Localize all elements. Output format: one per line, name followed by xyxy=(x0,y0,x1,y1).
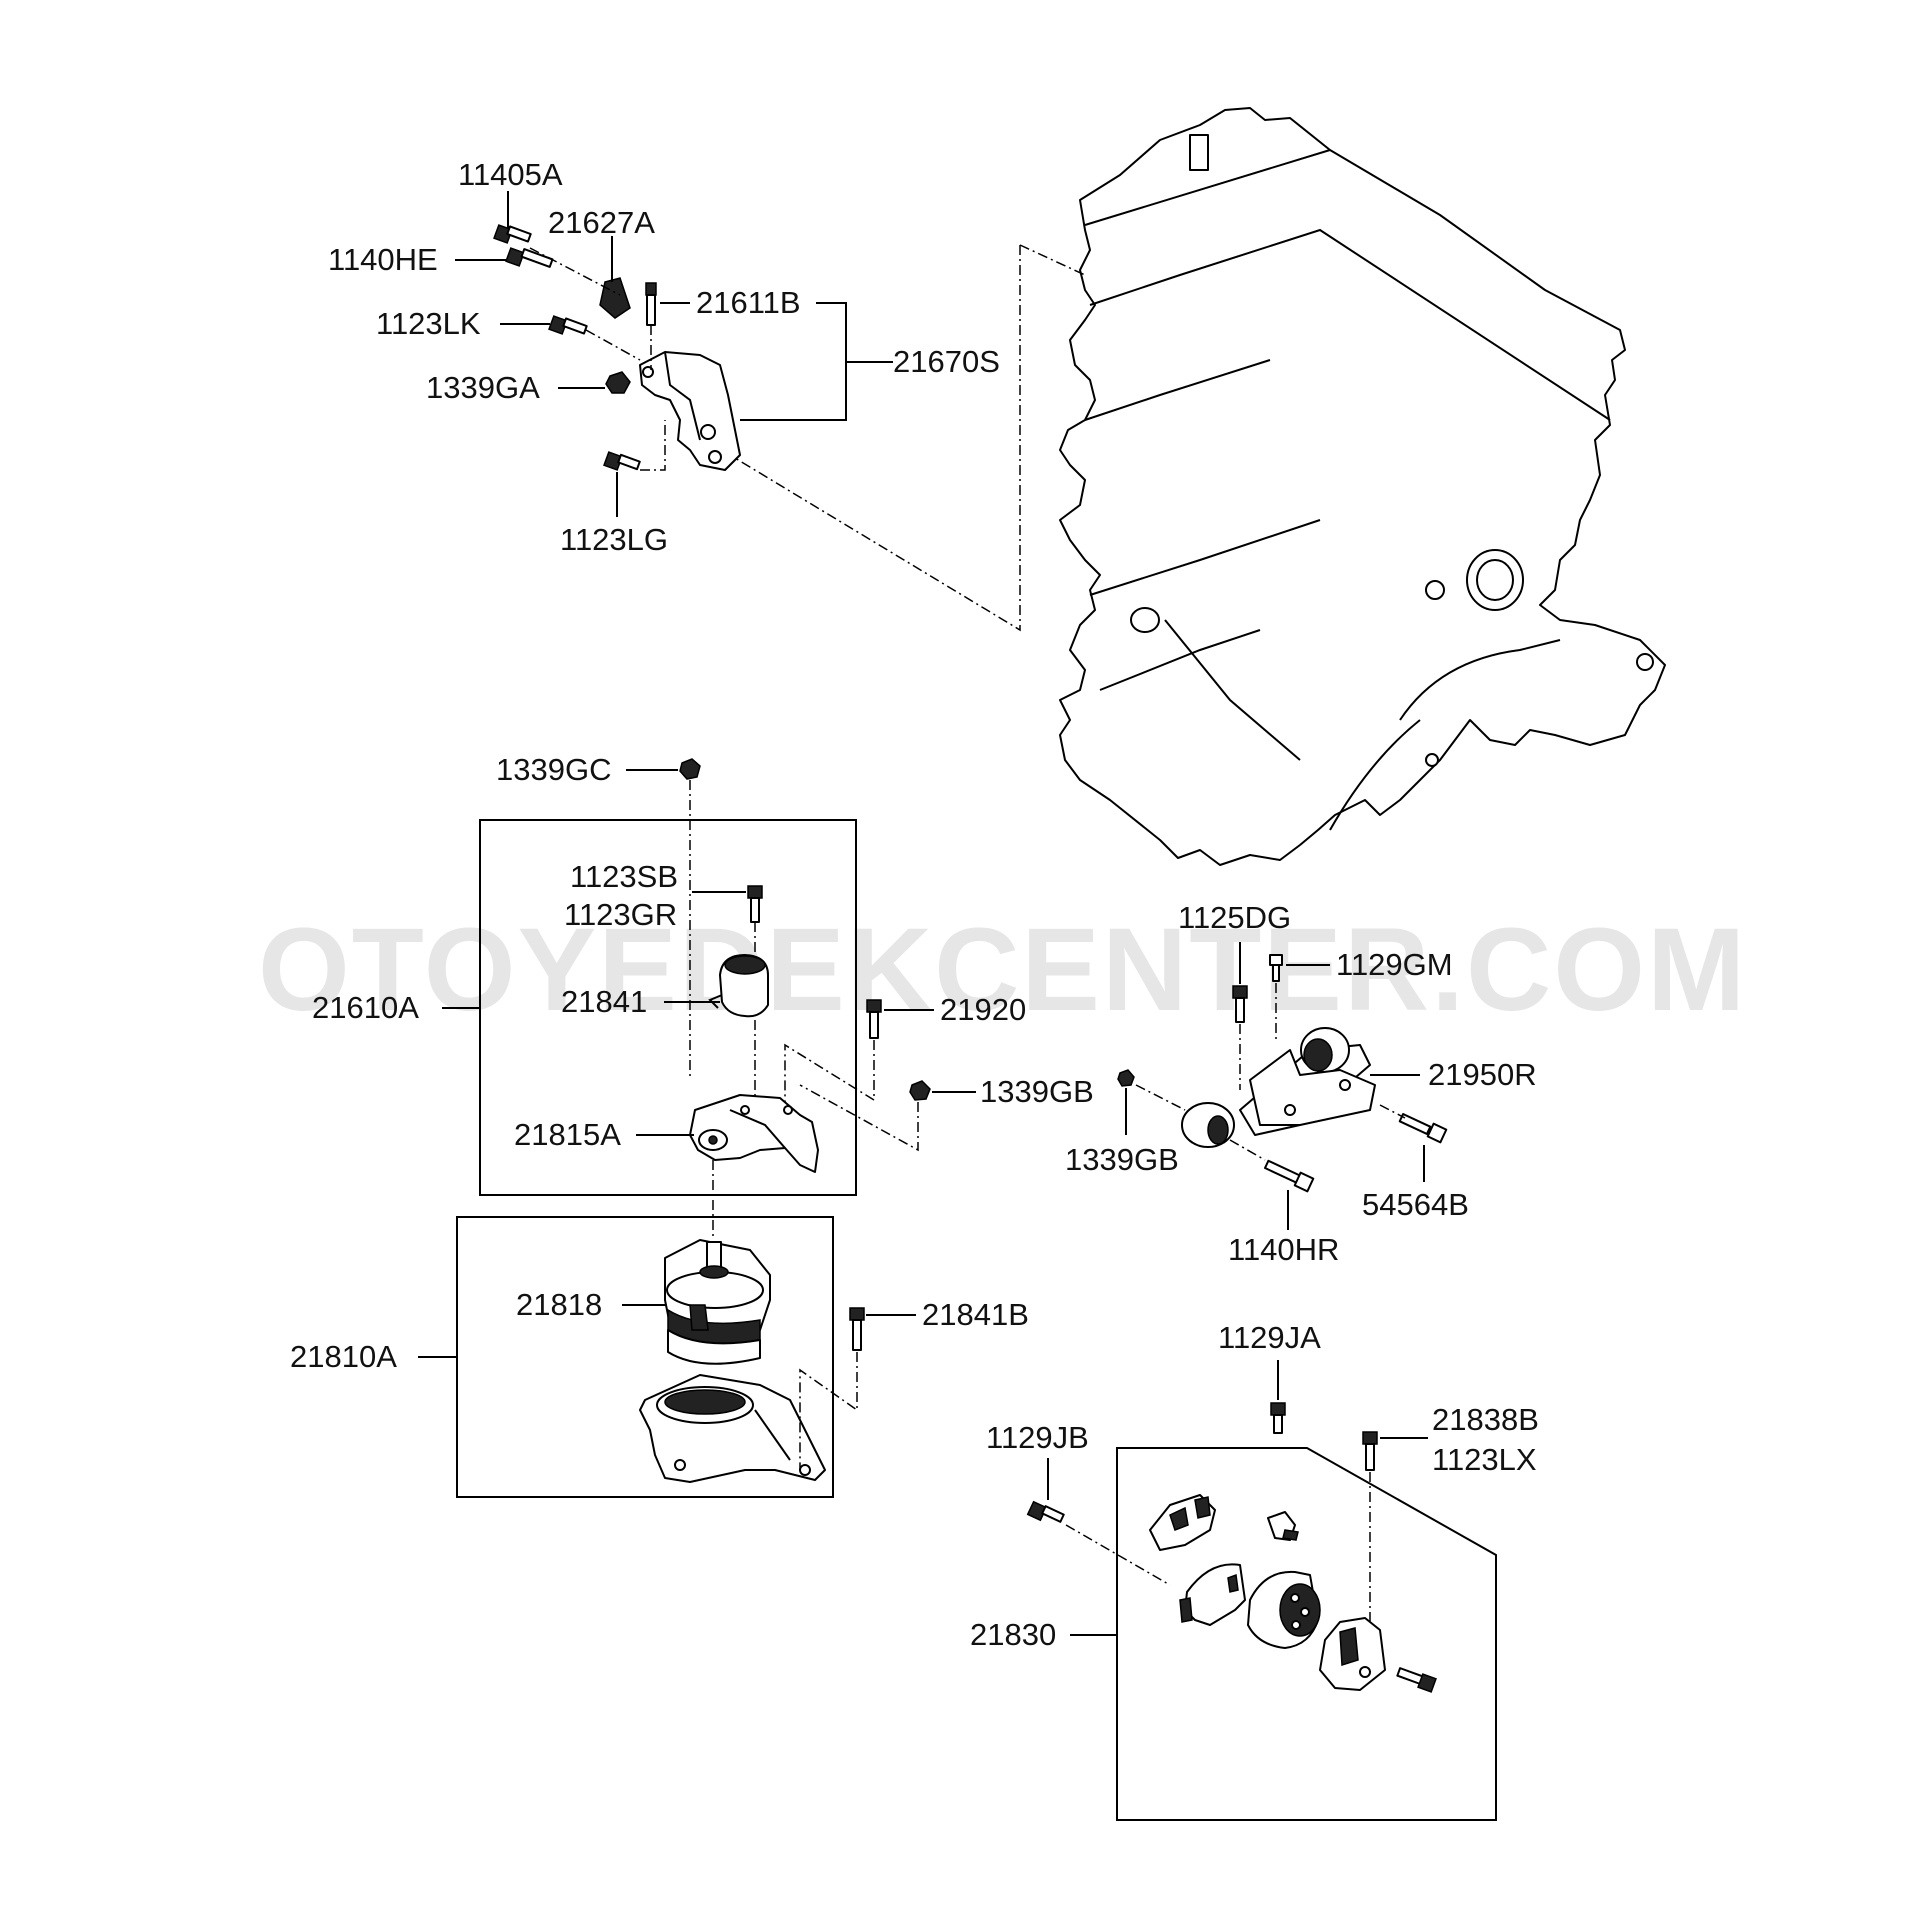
label-54564B: 54564B xyxy=(1362,1187,1469,1222)
bolt-1129GM-icon xyxy=(1269,954,1283,982)
label-1140HR: 1140HR xyxy=(1228,1232,1339,1267)
label-1123GR: 1123GR xyxy=(564,897,677,932)
bolt-21838B-icon xyxy=(1362,1431,1378,1471)
nut-1339GB-right-icon xyxy=(1117,1069,1135,1087)
bracket-hole-1 xyxy=(700,424,716,440)
label-21670S: 21670S xyxy=(893,344,1000,379)
mount-21818-icon xyxy=(664,1239,771,1365)
engine-deck-line xyxy=(1089,228,1611,421)
nut-1339GA-icon xyxy=(605,371,631,394)
stud-21611B-icon xyxy=(645,282,657,326)
engine-bolt-hole-2 xyxy=(1636,653,1654,671)
engine-cap xyxy=(1189,134,1209,171)
engine-bolt-hole-3 xyxy=(1425,753,1439,767)
plate-21830-icon xyxy=(1179,1563,1246,1626)
engine-rib-line-1 xyxy=(1084,359,1271,421)
bracket-21830-lower-icon xyxy=(1319,1617,1386,1691)
dashline-1339GB-left xyxy=(799,1084,919,1152)
clip-21830-icon xyxy=(1267,1511,1299,1541)
bolt-54564B-icon xyxy=(1398,1113,1448,1144)
engine-flange-curve xyxy=(1329,719,1421,831)
bolt-1123LK-icon xyxy=(548,315,588,335)
label-21841: 21841 xyxy=(561,984,647,1019)
dashline-1339GB-right xyxy=(1135,1084,1186,1111)
label-21841B: 21841B xyxy=(922,1297,1029,1332)
engine-bolt-hole-1 xyxy=(1425,580,1445,600)
label-21830: 21830 xyxy=(970,1617,1056,1652)
engine-side-edge xyxy=(1164,619,1301,761)
label-21627A: 21627A xyxy=(548,205,655,240)
engine-crank-bore-inner xyxy=(1476,559,1514,601)
bolt-11405A-icon xyxy=(493,224,532,244)
upper-bracket-assembly xyxy=(493,224,741,471)
bolt-1125DG-icon xyxy=(1232,985,1248,1023)
engine-bell-curve xyxy=(1399,639,1561,721)
label-21810A: 21810A xyxy=(290,1339,397,1374)
nut-1339GB-left-icon xyxy=(909,1080,931,1101)
bracket-21670S-edge xyxy=(664,351,701,441)
engine-top-dashline xyxy=(1019,244,1086,276)
assembly-box-21830 xyxy=(1116,1447,1497,1821)
engine-block-outline xyxy=(1059,107,1666,866)
dashline-1140HR xyxy=(1229,1139,1266,1161)
bushing-21830-icon xyxy=(1247,1570,1321,1649)
bolt-1140HE-icon xyxy=(505,247,554,268)
label-21611B: 21611B xyxy=(696,285,801,320)
label-1140HE: 1140HE xyxy=(328,242,438,277)
label-1123LK: 1123LK xyxy=(376,306,481,341)
engine-rib-line-3 xyxy=(1099,629,1261,691)
label-1123LG: 1123LG xyxy=(560,522,668,557)
label-21818: 21818 xyxy=(516,1287,602,1322)
nut-1339GC-icon xyxy=(679,758,701,780)
label-1129GM: 1129GM xyxy=(1336,947,1453,982)
label-1123LX: 1123LX xyxy=(1432,1442,1537,1477)
engine-port xyxy=(1130,607,1160,633)
engine-to-bracket-dashline xyxy=(729,245,1021,632)
label-21610A: 21610A xyxy=(312,990,419,1025)
engine-head-edge xyxy=(1084,149,1331,226)
dashline-21920 xyxy=(784,1040,875,1110)
stopper-21841-icon xyxy=(708,954,769,1018)
bolt-1129JB-icon xyxy=(1026,1500,1065,1523)
bracket-hole-2 xyxy=(708,450,722,464)
label-21838B: 21838B xyxy=(1432,1402,1539,1437)
label-1125DG: 1125DG xyxy=(1178,900,1291,935)
dashline-1140HE xyxy=(529,247,621,296)
bolt-1140HR-icon xyxy=(1263,1159,1315,1193)
bracket-21815A-icon xyxy=(689,1094,819,1173)
engine-block-illustration xyxy=(1059,107,1666,866)
bracket-21830-upper-icon xyxy=(1149,1494,1216,1551)
bolt-1123SB-icon xyxy=(747,885,763,923)
label-1339GB-right: 1339GB xyxy=(1065,1142,1179,1177)
label-11405A: 11405A xyxy=(458,157,563,192)
mount-base-bracket-icon xyxy=(639,1374,826,1483)
dashline-1123LK xyxy=(585,329,641,361)
bolt-21920-icon xyxy=(866,999,882,1039)
label-1123SB: 1123SB xyxy=(570,859,678,894)
dashline-1123LG xyxy=(640,420,666,471)
engine-rib-line-2 xyxy=(1089,519,1321,596)
label-1339GC: 1339GC xyxy=(496,752,611,787)
bracket-21627A-icon xyxy=(599,277,631,319)
bolt-21841B-icon xyxy=(849,1307,865,1351)
watermark-text: OTOYEDEKCENTER.COM xyxy=(258,904,1747,1036)
bolt-21830-icon xyxy=(1396,1667,1437,1693)
dashline-54564B xyxy=(1379,1104,1406,1119)
label-1339GB-left: 1339GB xyxy=(980,1074,1094,1109)
bolt-1123LG-icon xyxy=(603,451,641,471)
dashline-1129JB xyxy=(1065,1524,1171,1586)
label-21815A: 21815A xyxy=(514,1117,621,1152)
bracket-21670S-body xyxy=(639,351,741,471)
label-21920: 21920 xyxy=(940,992,1026,1027)
label-21950R: 21950R xyxy=(1428,1057,1537,1092)
label-1129JB: 1129JB xyxy=(986,1420,1089,1455)
label-1339GA: 1339GA xyxy=(426,370,540,405)
roll-rod-21950R-icon xyxy=(1181,1027,1376,1148)
dashline-21841B xyxy=(799,1352,858,1470)
label-1129JA: 1129JA xyxy=(1218,1320,1321,1355)
bolt-1129JA-icon xyxy=(1270,1402,1286,1434)
leader-21670S xyxy=(740,302,847,421)
